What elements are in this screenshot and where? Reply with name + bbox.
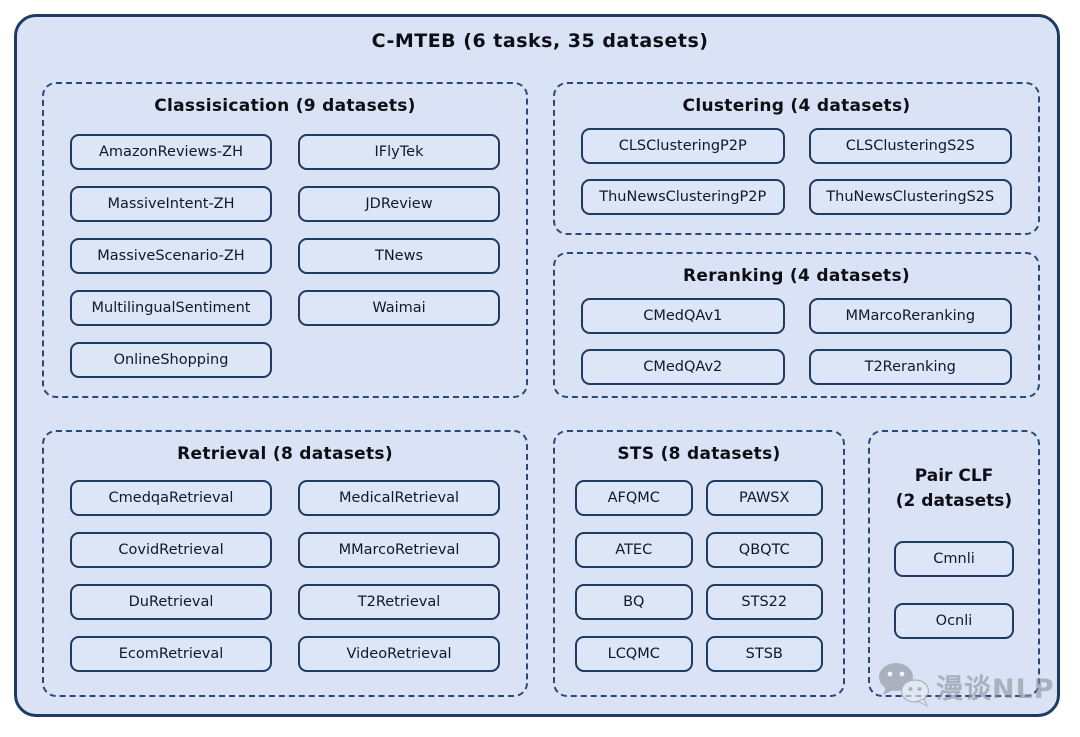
section-sts: STS (8 datasets) AFQMC PAWSX ATEC QBQTC …: [553, 430, 845, 697]
dataset-box: IFlyTek: [298, 134, 500, 170]
dataset-box: CLSClusteringP2P: [581, 128, 785, 164]
dataset-box: QBQTC: [705, 532, 823, 568]
dataset-box: MMarcoRetrieval: [298, 532, 500, 568]
clustering-dataset-grid: CLSClusteringP2P CLSClusteringS2S ThuNew…: [581, 128, 1012, 215]
pair-clf-dataset-column: Cmnli Ocnli: [870, 541, 1038, 640]
dataset-box: MassiveScenario-ZH: [70, 238, 272, 274]
dataset-box: LCQMC: [575, 636, 693, 672]
dataset-box: TNews: [298, 238, 500, 274]
section-title-pair-clf: Pair CLF (2 datasets): [870, 464, 1038, 513]
sts-dataset-grid: AFQMC PAWSX ATEC QBQTC BQ STS22 LCQMC ST…: [575, 480, 823, 672]
dataset-box: OnlineShopping: [70, 342, 272, 378]
dataset-box: STS22: [705, 584, 823, 620]
dataset-box: CMedQAv2: [581, 349, 785, 385]
dataset-box: T2Retrieval: [298, 584, 500, 620]
dataset-box: CovidRetrieval: [70, 532, 272, 568]
section-title-retrieval: Retrieval (8 datasets): [177, 444, 393, 464]
dataset-box: AFQMC: [575, 480, 693, 516]
section-retrieval: Retrieval (8 datasets) CmedqaRetrieval M…: [42, 430, 528, 697]
dataset-box: MassiveIntent-ZH: [70, 186, 272, 222]
section-reranking: Reranking (4 datasets) CMedQAv1 MMarcoRe…: [553, 252, 1040, 398]
dataset-box: AmazonReviews-ZH: [70, 134, 272, 170]
dataset-box: CLSClusteringS2S: [808, 128, 1012, 164]
dataset-box: CMedQAv1: [581, 298, 785, 334]
section-clustering: Clustering (4 datasets) CLSClusteringP2P…: [553, 82, 1040, 235]
classification-dataset-grid: AmazonReviews-ZH IFlyTek MassiveIntent-Z…: [70, 134, 500, 378]
retrieval-dataset-grid: CmedqaRetrieval MedicalRetrieval CovidRe…: [70, 480, 500, 672]
dataset-box: ThuNewsClusteringP2P: [581, 179, 785, 215]
reranking-dataset-grid: CMedQAv1 MMarcoReranking CMedQAv2 T2Rera…: [581, 298, 1012, 385]
dataset-box: BQ: [575, 584, 693, 620]
dataset-box: MedicalRetrieval: [298, 480, 500, 516]
dataset-box: Waimai: [298, 290, 500, 326]
dataset-box: STSB: [705, 636, 823, 672]
dataset-box: Ocnli: [894, 603, 1014, 640]
dataset-box: MMarcoReranking: [808, 298, 1012, 334]
dataset-box: DuRetrieval: [70, 584, 272, 620]
pair-clf-title-line1: Pair CLF: [914, 466, 994, 486]
pair-clf-title-line2: (2 datasets): [895, 490, 1013, 511]
dataset-box: CmedqaRetrieval: [70, 480, 272, 516]
dataset-box: ATEC: [575, 532, 693, 568]
dataset-box: PAWSX: [705, 480, 823, 516]
dataset-box: EcomRetrieval: [70, 636, 272, 672]
dataset-box: JDReview: [298, 186, 500, 222]
section-title-sts: STS (8 datasets): [617, 444, 781, 464]
section-pair-clf: Pair CLF (2 datasets) Cmnli Ocnli: [868, 430, 1040, 697]
section-title-clustering: Clustering (4 datasets): [682, 96, 911, 116]
dataset-box: VideoRetrieval: [298, 636, 500, 672]
dataset-box: MultilingualSentiment: [70, 290, 272, 326]
section-title-classification: Classisication (9 datasets): [154, 96, 416, 116]
dataset-box: ThuNewsClusteringS2S: [808, 179, 1012, 215]
section-title-reranking: Reranking (4 datasets): [683, 266, 910, 286]
section-classification: Classisication (9 datasets) AmazonReview…: [42, 82, 528, 398]
dataset-box: Cmnli: [894, 541, 1014, 578]
diagram-title: C-MTEB (6 tasks, 35 datasets): [371, 30, 709, 52]
dataset-box: T2Reranking: [808, 349, 1012, 385]
